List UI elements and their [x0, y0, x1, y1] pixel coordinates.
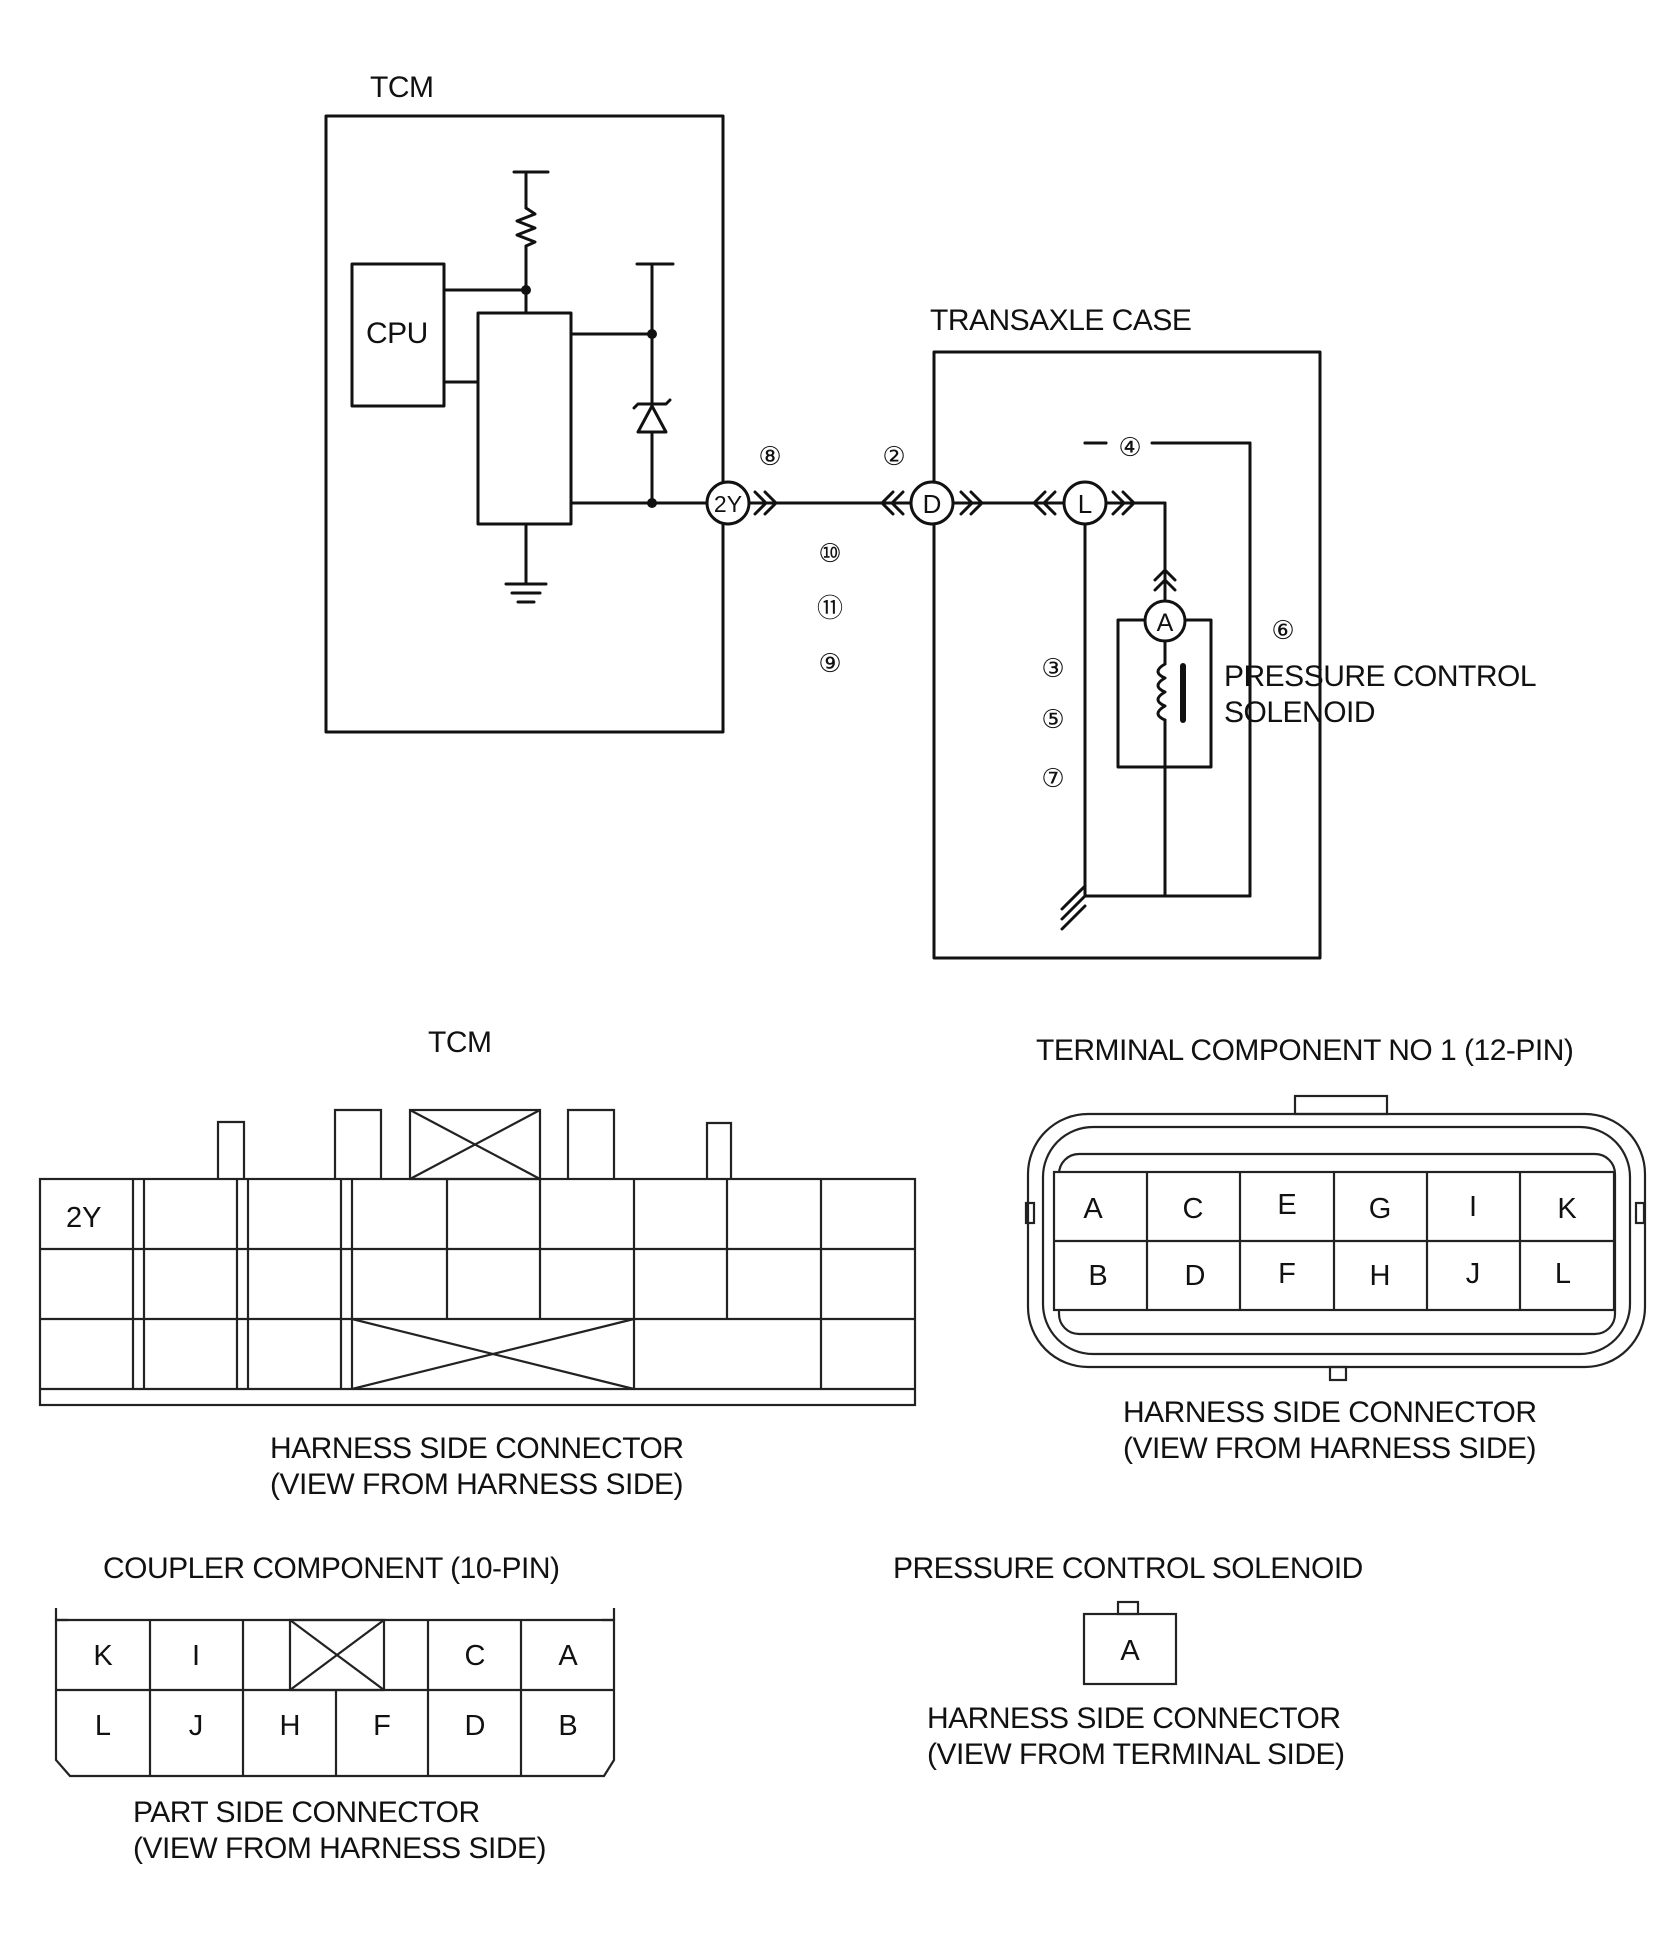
coupler-pin: B — [558, 1710, 577, 1742]
cpu-block — [350, 262, 446, 408]
driver-ic-block — [476, 311, 573, 526]
solenoid-pin: A — [1120, 1635, 1140, 1667]
node-a-label: A — [1157, 609, 1174, 637]
node-l-label: L — [1078, 489, 1092, 519]
terminal-pin: J — [1466, 1258, 1481, 1290]
terminal-node-d — [909, 480, 955, 526]
transaxle-case-box — [932, 350, 1322, 960]
connector-arrow-a — [1153, 568, 1177, 592]
coupler-10pin-connector — [54, 1608, 616, 1778]
solenoid-label-line2: SOLENOID — [1224, 696, 1375, 729]
step-marker: ⑪ — [817, 593, 843, 623]
terminal-caption-line1: HARNESS SIDE CONNECTOR — [1123, 1396, 1537, 1429]
step-marker: ⑥ — [1271, 615, 1294, 645]
coupler-pin: F — [373, 1710, 391, 1742]
terminal-12pin-connector — [1024, 1094, 1647, 1382]
coupler-pin: C — [465, 1640, 486, 1672]
tcm-caption-line1: HARNESS SIDE CONNECTOR — [270, 1432, 684, 1465]
terminal-caption-line2: (VIEW FROM HARNESS SIDE) — [1123, 1432, 1536, 1465]
terminal-pin: H — [1370, 1260, 1391, 1292]
step-marker: ⑧ — [758, 441, 781, 471]
coupler-pin: H — [280, 1710, 301, 1742]
solenoid-caption-line1: HARNESS SIDE CONNECTOR — [927, 1702, 1341, 1735]
tcm-connector-title: TCM — [428, 1026, 491, 1059]
terminal-component-title: TERMINAL COMPONENT NO 1 (12-PIN) — [1036, 1034, 1573, 1067]
cpu-label: CPU — [366, 317, 428, 350]
coupler-pin: I — [192, 1640, 200, 1672]
tcm-terminal-2y: 2Y — [66, 1202, 101, 1234]
node-2y-label: 2Y — [714, 491, 742, 517]
terminal-node-a — [1143, 599, 1187, 643]
step-marker: ⑩ — [818, 538, 841, 568]
terminal-pin: C — [1183, 1193, 1204, 1225]
terminal-pin: A — [1083, 1193, 1103, 1225]
step-marker: ⑦ — [1041, 763, 1064, 793]
tcm-schematic-title: TCM — [370, 71, 433, 104]
connector-arrow-d-left — [880, 490, 905, 516]
coupler-pin: A — [558, 1640, 578, 1672]
coupler-caption-line1: PART SIDE CONNECTOR — [133, 1796, 480, 1829]
step-marker: ⑨ — [818, 648, 841, 678]
step-marker: ② — [882, 441, 905, 471]
coupler-pin: K — [93, 1640, 113, 1672]
coupler-pin: D — [465, 1710, 486, 1742]
step-marker: ⑤ — [1041, 704, 1064, 734]
ground-icon — [504, 522, 548, 604]
coupler-caption-line2: (VIEW FROM HARNESS SIDE) — [133, 1832, 546, 1865]
chassis-ground-icon — [1060, 884, 1087, 931]
resistor-icon — [512, 170, 550, 315]
coupler-pin: J — [189, 1710, 204, 1742]
solenoid-connector-title: PRESSURE CONTROL SOLENOID — [893, 1552, 1363, 1585]
zener-diode-icon — [632, 262, 675, 505]
node-d-label: D — [923, 489, 942, 519]
coupler-component-title: COUPLER COMPONENT (10-PIN) — [103, 1552, 560, 1585]
connector-arrow-2y — [753, 490, 778, 516]
solenoid-caption-line2: (VIEW FROM TERMINAL SIDE) — [927, 1738, 1345, 1771]
terminal-pin: F — [1278, 1258, 1296, 1290]
connector-arrow-l-right — [1111, 490, 1136, 516]
terminal-pin: K — [1557, 1193, 1577, 1225]
tcm-harness-connector — [38, 1108, 917, 1407]
step-marker: ③ — [1041, 653, 1064, 683]
terminal-pin: I — [1469, 1191, 1477, 1223]
step-marker: ④ — [1118, 432, 1141, 462]
solenoid-label-line1: PRESSURE CONTROL — [1224, 660, 1536, 693]
tcm-schematic-box — [324, 114, 725, 734]
solenoid-1pin-connector — [1082, 1600, 1178, 1686]
terminal-node-2y — [705, 480, 751, 526]
terminal-pin: G — [1369, 1193, 1392, 1225]
solenoid-coil-icon — [1156, 662, 1186, 769]
terminal-pin: D — [1185, 1260, 1206, 1292]
connector-arrow-l-left — [1032, 490, 1057, 516]
connector-arrow-d-right — [959, 490, 984, 516]
terminal-pin: E — [1277, 1189, 1296, 1221]
terminal-node-l — [1062, 480, 1108, 526]
coupler-pin: L — [95, 1710, 111, 1742]
tcm-caption-line2: (VIEW FROM HARNESS SIDE) — [270, 1468, 683, 1501]
terminal-pin: L — [1555, 1258, 1571, 1290]
terminal-pin: B — [1088, 1260, 1107, 1292]
transaxle-case-title: TRANSAXLE CASE — [930, 304, 1191, 337]
